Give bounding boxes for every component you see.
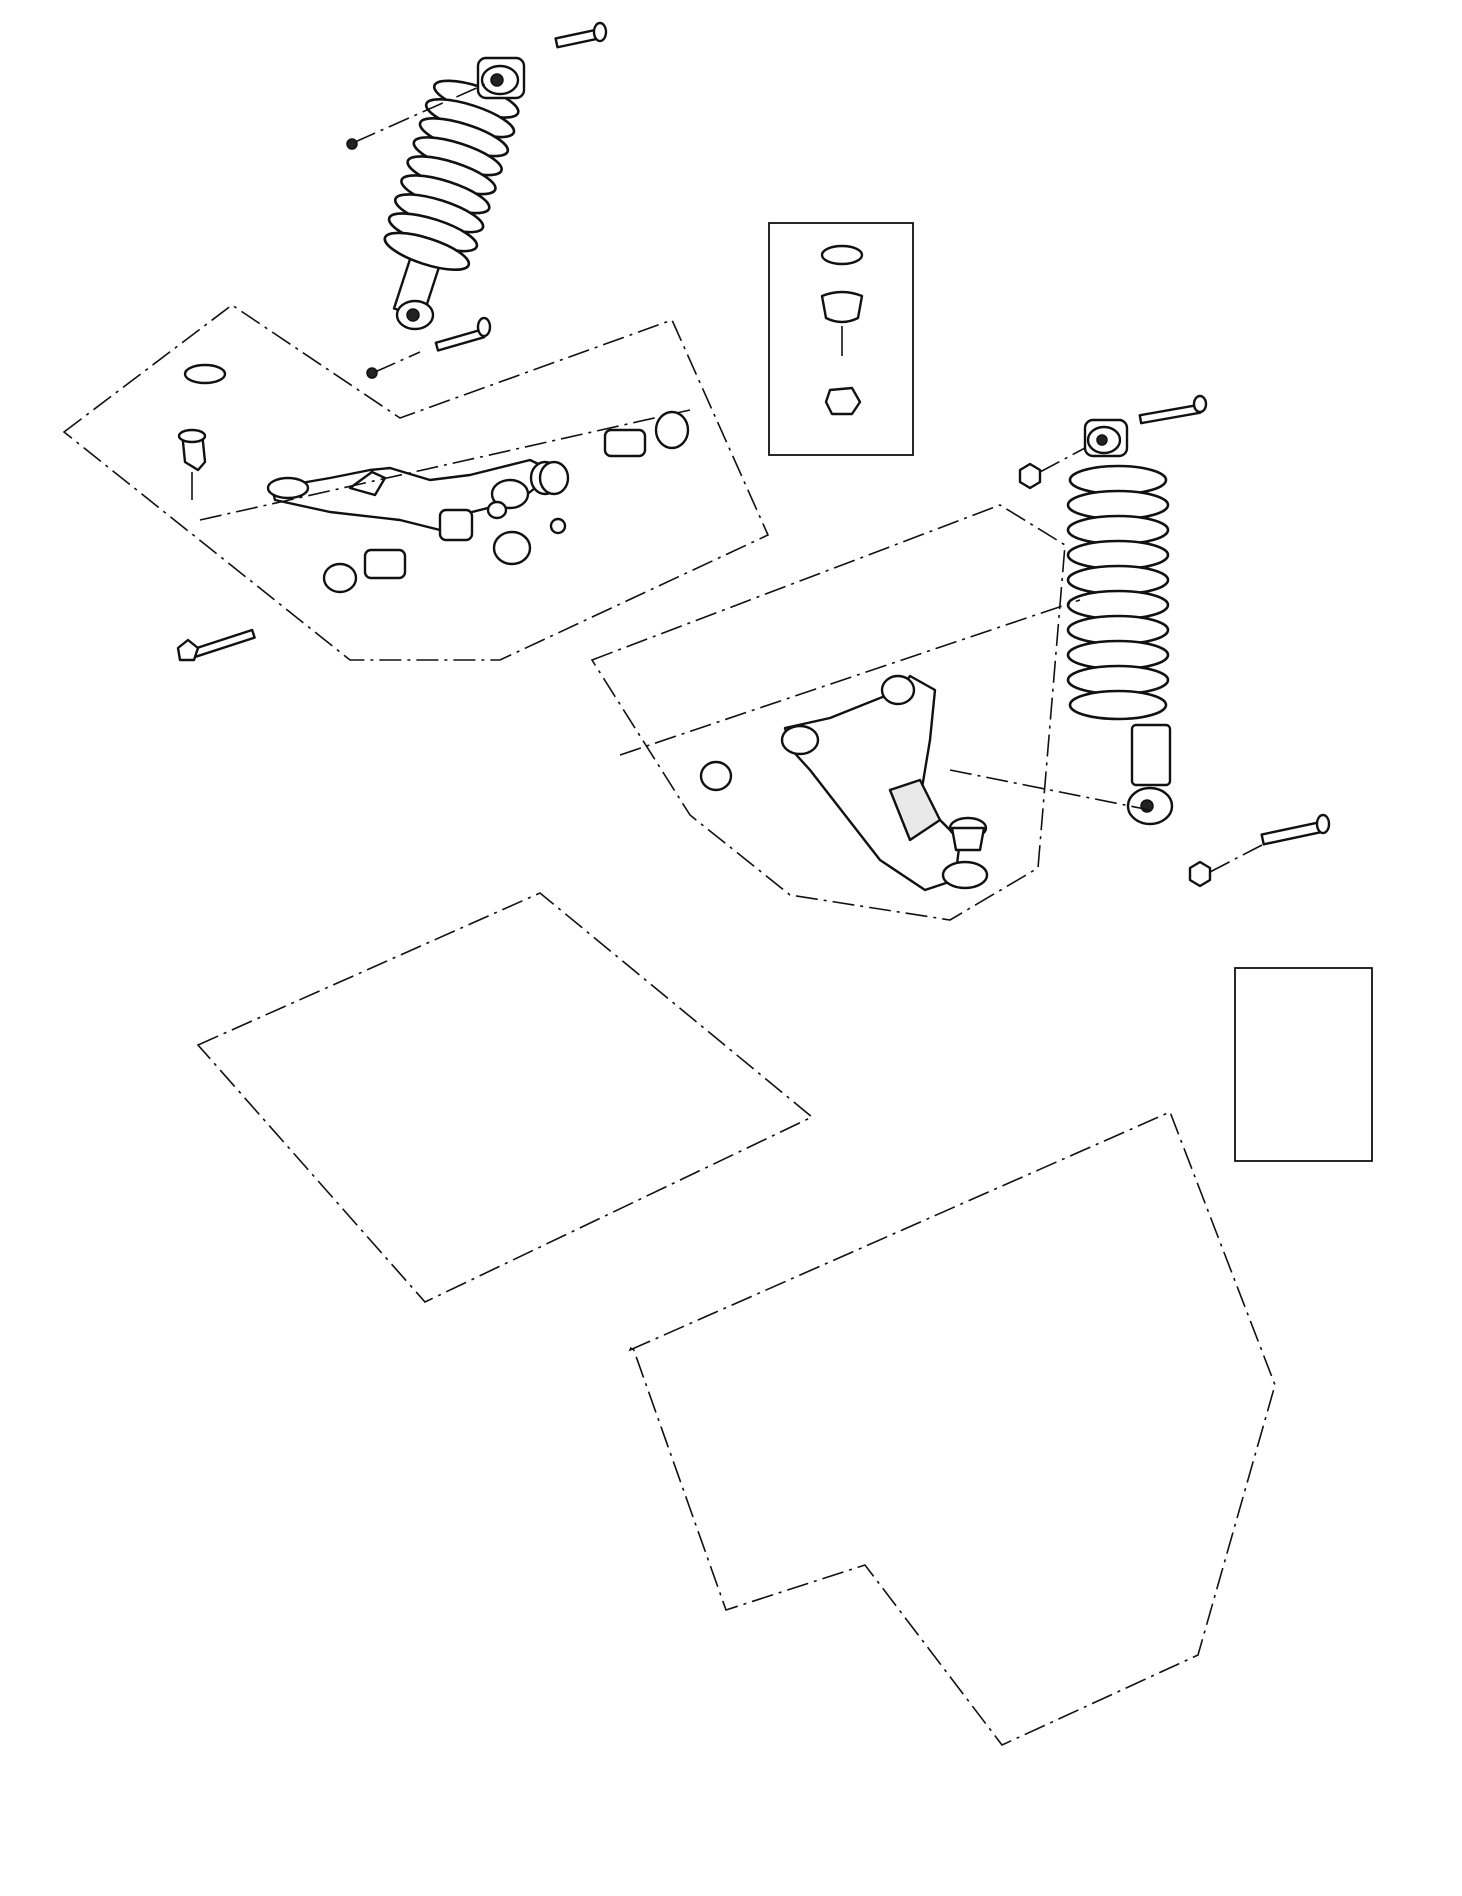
- bolt-12-right-bottom: [1260, 813, 1331, 846]
- assembly-outline-24: [628, 1110, 1276, 1746]
- bolt-12-right-top: [1138, 394, 1208, 425]
- ball-joint-upper-left: [177, 363, 227, 500]
- assembly-outline-23: [196, 892, 814, 1303]
- upper-arm-22: [266, 458, 570, 542]
- bolt-12-second: [434, 316, 492, 352]
- bushing-19-upper: [486, 478, 530, 520]
- axis-line: [199, 409, 691, 521]
- assembly-outline-22: [62, 304, 770, 661]
- axis-line: [374, 351, 421, 373]
- nut-19-upper: [549, 517, 567, 535]
- kit-box-8: [1234, 967, 1373, 1162]
- kit-box-13: [768, 222, 914, 456]
- nut-17-right-bottom: [1188, 860, 1212, 888]
- bolt-18-upper: [176, 628, 256, 662]
- bolt-12-top: [554, 21, 608, 49]
- lower-arm-21: [780, 674, 989, 892]
- bushing-2-upper: [603, 410, 690, 458]
- bushing-14-left: [322, 548, 407, 594]
- nut-17-right-top: [1018, 462, 1042, 490]
- nut-17-second: [366, 367, 378, 379]
- axis-line: [949, 769, 1151, 811]
- shock-absorber-right: [1066, 418, 1174, 826]
- axis-line: [1209, 844, 1263, 873]
- axis-line: [1039, 447, 1086, 473]
- kit-13-parts: [820, 244, 864, 416]
- washer-14-left: [699, 760, 733, 792]
- washer-14-upper: [492, 530, 532, 566]
- ball-joint-21: [948, 816, 988, 852]
- nut-17-top: [346, 138, 358, 150]
- axis-line: [354, 81, 491, 143]
- shock-absorber-upper-left: [383, 56, 526, 331]
- axis-line: [619, 599, 1081, 756]
- assembly-outline-21: [590, 504, 1066, 921]
